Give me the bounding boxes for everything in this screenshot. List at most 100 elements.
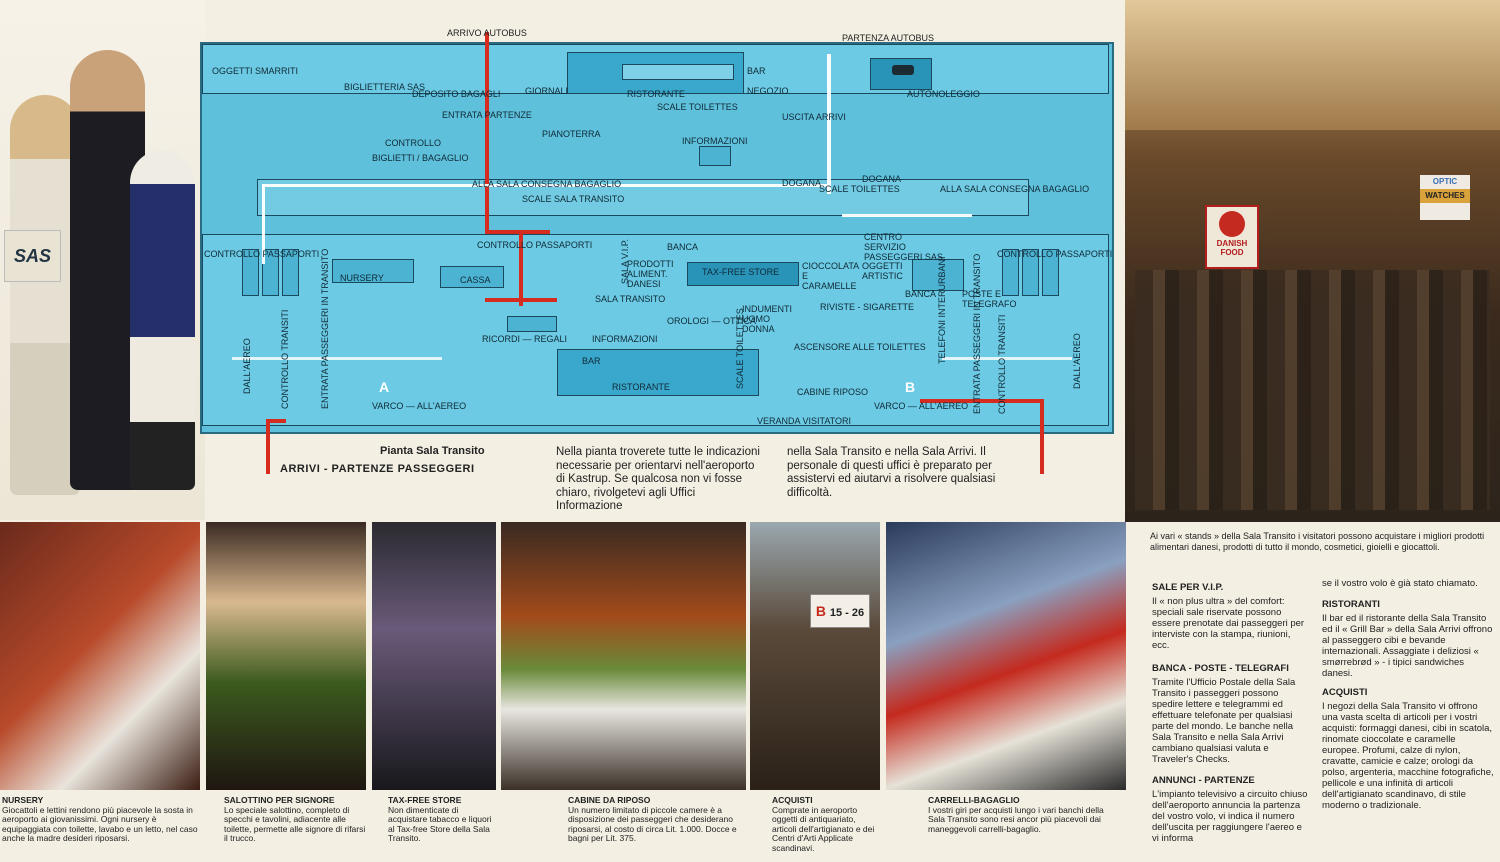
map-passport-r3 — [1042, 249, 1059, 296]
lbl-scale-toilettes: SCALE TOILETTES — [657, 102, 738, 112]
annunci-cont: se il vostro volo è già stato chiamato. — [1322, 578, 1478, 589]
intro-col1: Nella pianta troverete tutte le indicazi… — [556, 446, 760, 512]
map-shape — [485, 298, 557, 302]
lbl-nursery: NURSERY — [340, 273, 384, 283]
lbl-giornali: GIORNALI — [525, 86, 569, 96]
family-photo: SAS — [0, 0, 205, 520]
lbl-indumenti: INDUMENTI UOMO DONNA — [742, 304, 792, 334]
ristoranti-text: Il bar ed il ristorante della Sala Trans… — [1322, 613, 1493, 679]
right-col-1: SALE PER V.I.P. Il « non plus ultra » de… — [1152, 582, 1310, 844]
red-route-b — [1040, 399, 1044, 474]
lbl-sala-transito: SALA TRANSITO — [595, 294, 666, 304]
map-shape — [485, 230, 550, 234]
right-col-2: se il vostro volo è già stato chiamato. … — [1322, 578, 1494, 811]
lbl-ricordi: RICORDI — REGALI — [482, 334, 568, 344]
map-bar-block — [557, 349, 759, 396]
lbl-banca: BANCA — [667, 242, 699, 252]
lbl-alla-sala-right: ALLA SALA CONSEGNA BAGAGLIO — [940, 184, 1090, 194]
lbl-entrata-partenze: ENTRATA PARTENZE — [442, 110, 532, 120]
lbl-varco-left: VARCO — ALL'AEREO — [372, 401, 467, 411]
lbl-uscita-arrivi: USCITA ARRIVI — [782, 112, 846, 122]
lbl-prodotti: PRODOTTI ALIMENT. DANESI — [627, 259, 674, 289]
vip-title: SALE PER V.I.P. — [1152, 582, 1224, 593]
map-taxfree — [687, 262, 799, 286]
lbl-veranda: VERANDA VISITATORI — [757, 416, 852, 426]
lbl-centro-servizio: CENTRO SERVIZIO PASSEGGERI SAS — [864, 232, 943, 262]
lbl-scale-sala-transito: SCALE SALA TRANSITO — [522, 194, 625, 204]
lbl-biglietti-bagaglio: BIGLIETTI / BAGAGLIO — [372, 153, 469, 163]
map-passport-l — [242, 249, 259, 296]
lbl-entrata-right: ENTRATA PASSEGGERI IN TRANSITO — [972, 253, 982, 414]
lbl-controllo: CONTROLLO — [385, 138, 442, 148]
lbl-bar: BAR — [747, 66, 766, 76]
map-shape — [266, 419, 286, 423]
lbl-deposito: DEPOSITO BAGAGLI — [412, 89, 501, 99]
lbl-ascensore: ASCENSORE ALLE TOILETTES — [794, 342, 926, 352]
lbl-passaporti-right: CONTROLLO PASSAPORTI — [997, 249, 1113, 259]
map-nursery — [332, 259, 414, 283]
watches-sign: OPTIC WATCHES — [1420, 175, 1470, 220]
lbl-transiti-left: CONTROLLO TRANSITI — [280, 309, 290, 409]
lbl-alla-sala-left: ALLA SALA CONSEGNA BAGAGLIO — [472, 179, 622, 189]
lbl-transiti-right: CONTROLLO TRANSITI — [997, 314, 1007, 414]
map-banca2 — [912, 259, 964, 291]
map-shape — [232, 357, 442, 360]
white-route-partenza — [827, 54, 831, 194]
hall-caption: Ai vari « stands » della Sala Transito i… — [1150, 531, 1485, 552]
acquisti-photo: B 15 - 26 — [750, 522, 880, 790]
map-shape — [262, 184, 265, 264]
lbl-passaporti-left: CONTROLLO PASSAPORTI — [204, 249, 320, 259]
map-shape — [942, 357, 1072, 360]
lbl-taxfree: TAX-FREE STORE — [702, 267, 780, 277]
lbl-oggetti: OGGETTI SMARRITI — [212, 66, 299, 76]
lbl-sala-vip: SALA V.I.P. — [620, 238, 630, 284]
lbl-biglietteria: BIGLIETTERIA SAS — [344, 82, 426, 92]
map-shape — [842, 214, 972, 217]
lbl-pianoterra: PIANOTERRA — [542, 129, 601, 139]
banca-text: Tramite l'Ufficio Postale della Sala Tra… — [1152, 677, 1296, 765]
gate-sign: B 15 - 26 — [810, 594, 870, 628]
annunci-title: ANNUNCI - PARTENZE — [1152, 775, 1255, 786]
nursery-photo — [0, 522, 200, 790]
legend-subtitle: ARRIVI - PARTENZE PASSEGGERI — [280, 463, 475, 475]
lbl-oggetti-artistici: OGGETTI ARTISTIC — [862, 261, 903, 281]
transit-hall-photo: DANISH FOOD OPTIC WATCHES — [1125, 0, 1500, 522]
lbl-arrivo-autobus: ARRIVO AUTOBUS — [447, 28, 527, 38]
red-route-a — [266, 419, 270, 474]
lbl-poste: POSTE E TELEGRAFO — [962, 289, 1017, 309]
intro-col2: nella Sala Transito e nella Sala Arrivi.… — [787, 446, 996, 499]
lbl-ristorante-low: RISTORANTE — [612, 382, 670, 392]
lbl-partenza-autobus: PARTENZA AUTOBUS — [842, 33, 935, 43]
lbl-dogana: DOGANA — [782, 178, 822, 188]
lbl-cassa: CASSA — [460, 275, 491, 285]
acquisti-text: I negozi della Sala Transito vi offrono … — [1322, 701, 1494, 811]
lbl-informazioni-top: INFORMAZIONI — [682, 136, 748, 146]
marker-b: B — [905, 379, 916, 395]
lbl-negozio: NEGOZIO — [747, 86, 789, 96]
map-passport-l2 — [262, 249, 279, 296]
carrelli-photo — [886, 522, 1126, 790]
lbl-autonoleggio: AUTONOLEGGIO — [907, 89, 980, 99]
lbl-informazioni-low: INFORMAZIONI — [592, 334, 658, 344]
marker-a: A — [379, 379, 390, 395]
taxfree-photo — [372, 522, 496, 790]
map-passport-l3 — [282, 249, 299, 296]
lbl-cabine: CABINE RIPOSO — [797, 387, 869, 397]
map-passport-r — [1002, 249, 1019, 296]
lbl-bar-low: BAR — [582, 356, 601, 366]
car-icon — [892, 65, 914, 75]
cabine-photo — [501, 522, 746, 790]
map-passport-r2 — [1022, 249, 1039, 296]
lbl-scale-low: SCALE TOILETTES — [735, 308, 745, 389]
map-shape — [519, 230, 523, 306]
lbl-dogana2: DOGANA — [862, 174, 902, 184]
lbl-orologi: OROLOGI — OTTICA — [667, 316, 757, 326]
salottino-photo — [206, 522, 366, 790]
map-ricordi — [507, 316, 557, 332]
